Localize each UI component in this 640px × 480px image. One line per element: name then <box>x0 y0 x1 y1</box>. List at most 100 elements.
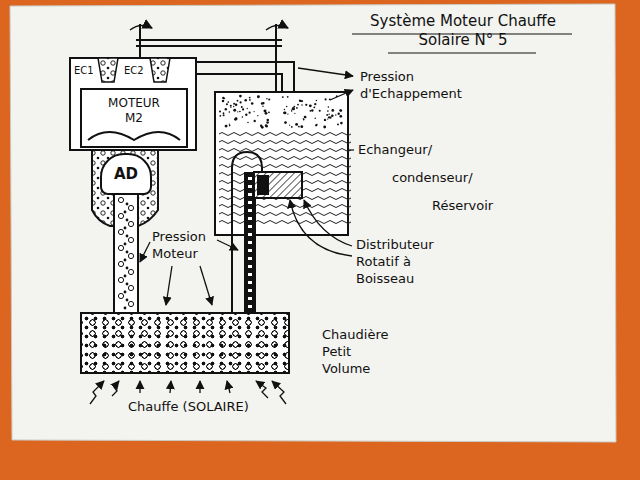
sketch-stroke <box>219 141 351 144</box>
sketch-stroke <box>223 112 225 114</box>
steam-bubble <box>128 301 133 306</box>
sketch-stroke <box>319 110 321 112</box>
sketch-stroke <box>244 99 247 102</box>
steam-bubble <box>118 213 123 218</box>
exhaust-cap <box>150 58 170 82</box>
sketch-stroke <box>219 165 351 168</box>
sketch-stroke <box>249 99 251 101</box>
pipe-tag: EC1 <box>74 64 94 77</box>
steam-bubble <box>124 275 127 278</box>
leader-line <box>349 149 354 150</box>
sketch-stroke <box>264 109 267 112</box>
boiler-box: Chaudière Petit Volume <box>80 312 290 374</box>
steam-bubble <box>126 267 129 270</box>
sketch-stroke <box>226 103 228 105</box>
sketch-stroke <box>291 109 292 110</box>
steam-bubble <box>124 307 127 310</box>
motor-housing <box>70 58 196 150</box>
return-pipe-core <box>248 176 252 308</box>
sketch-stroke <box>237 100 239 102</box>
sketch-stroke <box>301 104 303 106</box>
leader-arrow <box>290 200 352 256</box>
callout-label: Echangeur/ <box>358 141 432 158</box>
callout-label: Réservoir <box>432 197 493 214</box>
steam-bubble <box>124 227 127 230</box>
sketch-stroke <box>267 119 270 122</box>
steam-bubble <box>118 293 123 298</box>
sketch-stroke <box>227 101 229 103</box>
sketch-stroke <box>294 113 295 114</box>
sketch-stroke <box>300 125 303 128</box>
sketch-stroke <box>284 121 287 124</box>
node-label: MOTEUR M2 <box>99 96 169 126</box>
sketch-stroke <box>268 98 270 100</box>
sketch-stroke <box>339 115 342 118</box>
sketch-stroke <box>230 105 232 107</box>
sketch-stroke <box>233 106 234 107</box>
steam-bubble <box>124 211 127 214</box>
sketch-stroke <box>335 114 336 115</box>
sketch-stroke <box>339 109 342 112</box>
sketch-stroke <box>222 100 224 102</box>
sketch-stroke <box>314 103 316 105</box>
sketch-stroke <box>220 115 221 116</box>
sketch-stroke <box>241 106 243 108</box>
sketch-stroke <box>90 381 104 404</box>
steam-bubble <box>118 277 123 282</box>
callout-label: Pression d'Echappement <box>360 68 472 102</box>
sketch-stroke <box>298 126 300 128</box>
sketch-stroke <box>295 123 298 126</box>
sketch-stroke <box>316 100 318 102</box>
exhaust-cap <box>98 58 118 82</box>
sketch-stroke <box>291 126 293 128</box>
leader-arrow <box>166 266 172 305</box>
sketch-stroke <box>254 120 256 122</box>
sketch-stroke <box>219 205 351 208</box>
steam-bubble <box>124 259 127 262</box>
sketch-stroke <box>235 103 238 106</box>
sketch-stroke <box>328 106 330 108</box>
steam-bubble <box>126 283 129 286</box>
callout-label: condenseur/ <box>392 169 473 186</box>
rotation-arrow <box>266 25 288 30</box>
sketch-stroke <box>223 114 225 116</box>
steam-bubble <box>124 291 127 294</box>
sketch-stroke <box>328 117 330 119</box>
node-label: Chaudière Petit Volume <box>322 326 402 377</box>
diagram-title: Système Moteur Chauffe Solaire N° 5 <box>352 12 574 50</box>
sketch-stroke <box>287 113 288 114</box>
ad-chamber: AD <box>100 153 152 195</box>
sketch-stroke <box>286 106 287 107</box>
sketch-stroke <box>251 102 254 105</box>
steam-bubble <box>128 285 133 290</box>
sketch-stroke <box>313 106 315 108</box>
callout-label: Distributeur Rotatif à Boisseau <box>356 236 456 287</box>
distributor-plug <box>257 175 269 195</box>
sketch-stroke <box>305 104 307 106</box>
sketch-stroke <box>272 381 286 404</box>
paper-sheet <box>10 4 616 442</box>
sketch-stroke <box>327 110 329 112</box>
steam-bubble <box>126 203 129 206</box>
sketch-stroke <box>327 118 328 119</box>
steam-bubble <box>128 221 133 226</box>
callout-label: Chauffe (SOLAIRE) <box>128 398 249 415</box>
sketch-stroke <box>265 124 268 127</box>
sketch-stroke <box>139 381 140 393</box>
rotary-distributor <box>254 172 302 198</box>
steam-bubble <box>118 229 123 234</box>
exhaust-pipe <box>196 62 294 92</box>
sketch-stroke <box>311 109 314 112</box>
sketch-stroke <box>304 116 307 119</box>
sketch-stroke <box>228 111 230 113</box>
water-lines <box>219 133 351 224</box>
shaft <box>139 24 141 58</box>
sketch-stroke <box>329 116 331 118</box>
sketch-stroke <box>234 118 237 121</box>
steam-bubble <box>128 205 133 210</box>
sketch-stroke <box>219 115 220 116</box>
pipe-connector <box>118 195 133 312</box>
